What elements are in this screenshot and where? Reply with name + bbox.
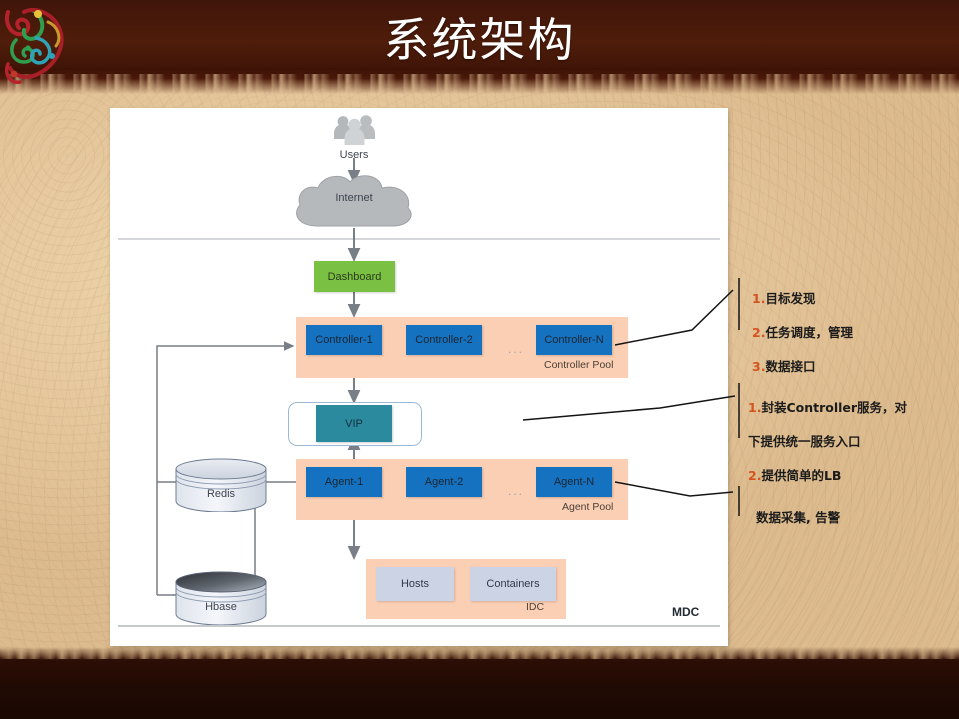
annotation-controller-notes: 1.目标发现 2.任务调度，管理 3.数据接口 — [752, 273, 853, 392]
annotation-number: 2. — [748, 468, 762, 483]
slide-bottom-band — [0, 659, 959, 719]
idc-pool-label: IDC — [526, 601, 545, 613]
agent-1-label: Agent-1 — [324, 476, 364, 488]
annotation-line: 数据采集, 告警 — [756, 509, 840, 526]
hosts-label: Hosts — [400, 578, 430, 590]
annotation-line: 1.封装Controller服务，对 — [748, 399, 907, 416]
controller-2-node[interactable]: Controller-2 — [406, 325, 482, 355]
annotation-text: 下提供统一服务入口 — [748, 434, 861, 449]
controller-ellipsis: ... — [508, 342, 525, 356]
agent-ellipsis: ... — [508, 484, 525, 498]
annotation-text: 数据接口 — [765, 359, 816, 374]
annotation-text: 任务调度，管理 — [765, 325, 853, 340]
users-group-icon — [334, 115, 375, 145]
redis-database-icon[interactable] — [174, 458, 268, 512]
dashboard-node[interactable]: Dashboard — [314, 261, 395, 292]
agent-n-node[interactable]: Agent-N — [536, 467, 612, 497]
annotation-text: 数据采集, 告警 — [756, 510, 841, 525]
annotation-number: 1. — [752, 291, 766, 306]
architecture-diagram-card: Users Internet Dashboard Controller-1 Co… — [110, 108, 728, 646]
vip-label: VIP — [345, 417, 363, 430]
annotation-number: 1. — [748, 400, 762, 415]
diagram-connectors — [118, 158, 720, 627]
agent-pool-label: Agent Pool — [562, 501, 614, 513]
annotation-text: 提供简单的LB — [761, 468, 842, 483]
annotation-line: 下提供统一服务入口 — [748, 433, 907, 450]
mdc-watermark: MDC — [672, 605, 700, 619]
vip-node[interactable]: VIP — [316, 405, 392, 442]
annotation-line: 3.数据接口 — [752, 358, 853, 375]
annotation-line: 2.任务调度，管理 — [752, 324, 853, 341]
hosts-node[interactable]: Hosts — [376, 567, 454, 601]
controller-n-node[interactable]: Controller-N — [536, 325, 612, 355]
controller-2-label: Controller-2 — [415, 334, 473, 346]
annotation-number: 2. — [752, 325, 766, 340]
cloud-icon — [296, 175, 412, 227]
containers-label: Containers — [486, 578, 540, 590]
controller-n-label: Controller-N — [544, 334, 604, 346]
slide-title: 系统架构 — [383, 13, 576, 67]
agent-1-node[interactable]: Agent-1 — [306, 467, 382, 497]
paper-torn-edge-top — [0, 68, 959, 94]
annotation-agent-notes: 数据采集, 告警 — [756, 492, 840, 543]
containers-node[interactable]: Containers — [470, 567, 556, 601]
controller-1-label: Controller-1 — [315, 334, 373, 346]
controller-pool-label: Controller Pool — [544, 359, 614, 371]
dashboard-label: Dashboard — [327, 270, 382, 283]
annotation-text: 封装Controller服务，对 — [761, 400, 908, 415]
architecture-diagram: Users Internet Dashboard Controller-1 Co… — [110, 108, 728, 646]
annotation-line: 2.提供简单的LB — [748, 467, 907, 484]
hbase-database-icon[interactable] — [174, 571, 268, 625]
annotation-text: 目标发现 — [765, 291, 816, 306]
decorative-swirl-icon — [5, 8, 64, 84]
annotation-line: 1.目标发现 — [752, 290, 853, 307]
annotation-vip-notes: 1.封装Controller服务，对 下提供统一服务入口 2.提供简单的LB — [748, 382, 907, 501]
annotation-number: 3. — [752, 359, 766, 374]
agent-2-node[interactable]: Agent-2 — [406, 467, 482, 497]
agent-2-label: Agent-2 — [424, 476, 464, 488]
agent-n-label: Agent-N — [553, 476, 595, 488]
controller-1-node[interactable]: Controller-1 — [306, 325, 382, 355]
